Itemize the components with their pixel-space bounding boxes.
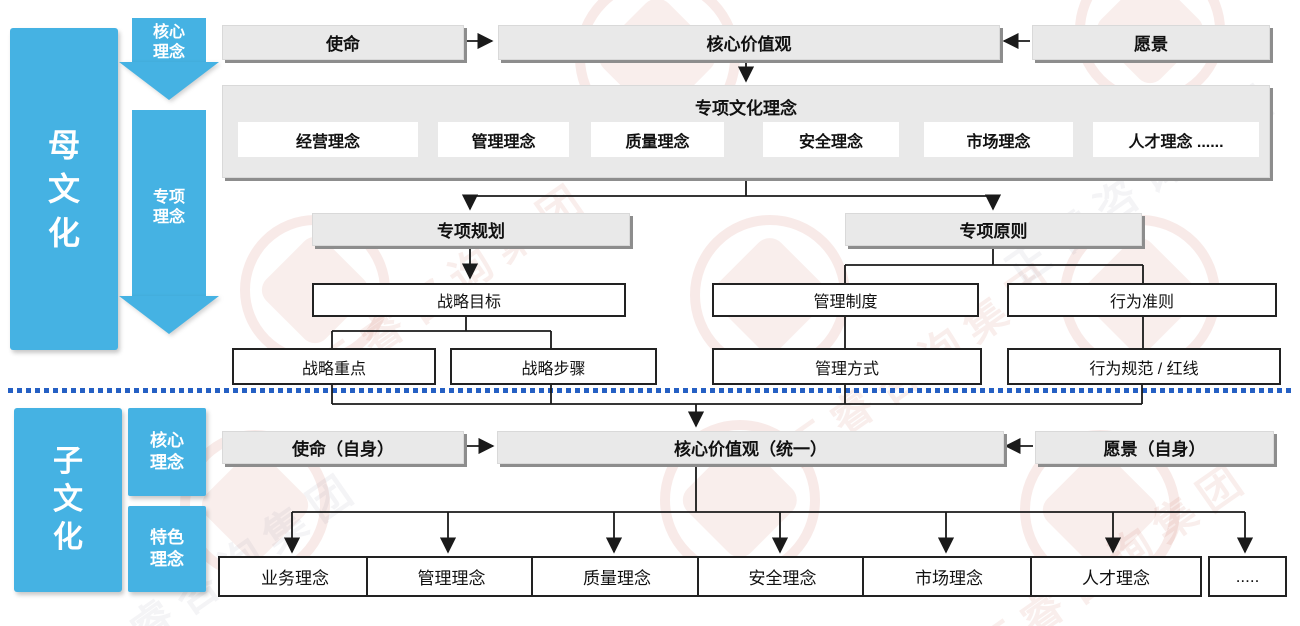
arrow-body xyxy=(132,18,206,62)
strategy-goal-box: 战略目标 xyxy=(312,283,626,317)
vision-box: 愿景 xyxy=(1032,25,1270,60)
child-core-box: 核心理念 xyxy=(128,408,206,496)
child-item-box: 人才理念 xyxy=(1030,556,1202,597)
special-item-box: 管理理念 xyxy=(438,122,569,157)
child-item-box: 市场理念 xyxy=(862,556,1036,597)
core-values-box: 核心价值观 xyxy=(498,25,1000,60)
child-culture-bar: 子文化 xyxy=(14,408,122,592)
mission-box: 使命 xyxy=(222,25,464,60)
special-principle-header: 专项原则 xyxy=(845,213,1142,246)
child-vision-box: 愿景（自身） xyxy=(1035,431,1274,464)
special-culture-container: 专项文化理念 经营理念 管理理念 质量理念 安全理念 市场理念 人才理念 ...… xyxy=(222,85,1270,178)
management-system-box: 管理制度 xyxy=(712,283,979,317)
special-item-box: 安全理念 xyxy=(763,122,899,157)
parent-culture-bar: 母文化 xyxy=(10,28,118,350)
strategy-steps-box: 战略步骤 xyxy=(450,348,657,385)
watermark-text: 正睿咨询集团 xyxy=(967,450,1260,626)
strategy-focus-box: 战略重点 xyxy=(232,348,436,385)
arrow-body xyxy=(132,110,206,296)
arrow-head-icon xyxy=(119,296,219,334)
special-item-box: 质量理念 xyxy=(591,122,724,157)
child-item-ellipsis-box: ..... xyxy=(1208,556,1287,597)
parent-special-arrow: 专项理念 xyxy=(119,110,219,348)
child-core-values-box: 核心价值观（统一） xyxy=(497,431,1004,464)
special-culture-title: 专项文化理念 xyxy=(695,99,797,118)
child-item-box: 质量理念 xyxy=(531,556,703,597)
management-method-box: 管理方式 xyxy=(712,348,982,385)
parent-core-arrow-label: 核心理念 xyxy=(152,24,185,61)
section-divider xyxy=(8,388,1292,393)
arrow-head-icon xyxy=(119,62,219,100)
child-mission-box: 使命（自身） xyxy=(222,431,464,464)
watermark-diamond-icon xyxy=(1036,446,1164,574)
child-feature-box: 特色理念 xyxy=(128,506,206,592)
conduct-code-box: 行为准则 xyxy=(1007,283,1277,317)
special-planning-header: 专项规划 xyxy=(312,213,630,246)
special-item-box: 人才理念 ...... xyxy=(1093,122,1259,157)
parent-culture-label: 母文化 xyxy=(47,127,80,251)
child-item-box: 管理理念 xyxy=(366,556,537,597)
child-item-box: 安全理念 xyxy=(697,556,868,597)
child-culture-label: 子文化 xyxy=(53,445,83,554)
parent-special-arrow-label: 专项理念 xyxy=(152,189,185,226)
child-item-box: 业务理念 xyxy=(218,556,372,597)
special-item-box: 经营理念 xyxy=(238,122,418,157)
parent-core-arrow: 核心理念 xyxy=(119,18,219,100)
special-item-box: 市场理念 xyxy=(924,122,1073,157)
behavior-norm-box: 行为规范 / 红线 xyxy=(1007,348,1281,385)
